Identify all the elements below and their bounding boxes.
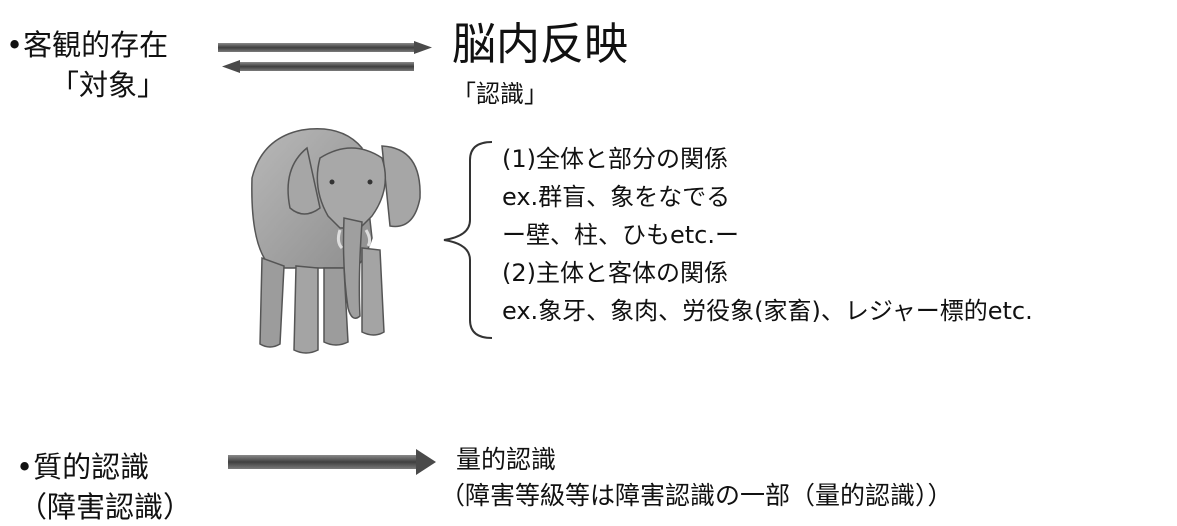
list-item: ex.象牙、象肉、労役象(家畜)、レジャー標的etc. [502,297,1033,325]
arrow-left-icon [222,60,414,73]
qualitative-paren: （障害認識） [18,490,193,524]
list-item: ー壁、柱、ひもetc.ー [502,221,739,249]
relations-list: (1)全体と部分の関係 ex.群盲、象をなでる ー壁、柱、ひもetc.ー (2)… [502,140,1033,330]
brain-reflection-title: 脳内反映 [452,19,628,70]
arrow-right-icon [218,41,432,54]
arrow-right-icon [228,449,436,475]
left-brace [443,141,493,339]
object-label: •客観的存在 [6,28,169,62]
recognition-label: 「認識」 [452,80,548,108]
qualitative-label: •質的認識 [16,450,150,484]
list-item: ex.群盲、象をなでる [502,183,731,211]
list-item: (2)主体と客体の関係 [502,259,728,287]
quantitative-label: 量的認識 [456,445,557,474]
list-item: (1)全体と部分の関係 [502,145,728,173]
quantitative-paren: （障害等級等は障害認識の一部（量的認識）） [440,481,953,510]
object-quote: 「対象」 [50,68,167,102]
elephant-illustration [251,128,421,354]
